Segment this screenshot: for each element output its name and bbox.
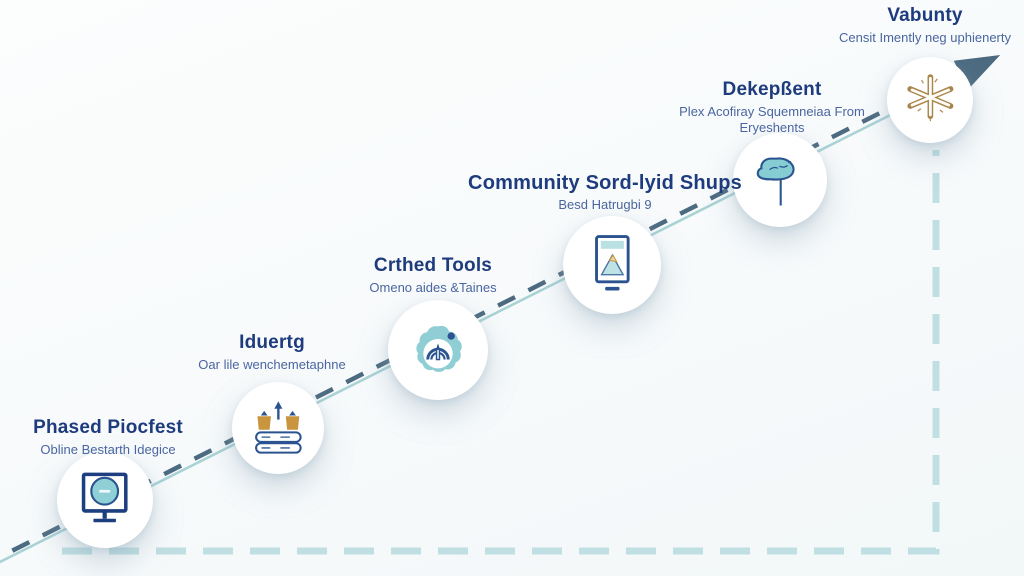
stage-title: Community Sord-lyid Shups xyxy=(468,172,742,194)
stage-title: Dekepßent xyxy=(722,79,822,100)
stage-subtitle: Oar lile wenchemetaphne xyxy=(198,356,346,372)
monitor-icon xyxy=(82,472,128,523)
stage-subtitle: Omeno aides &Taines xyxy=(369,279,497,295)
stage-node-1 xyxy=(57,452,153,548)
stage-label-1: Phased Piocfest Obline Bestarth Idegice xyxy=(0,417,228,458)
stage-label-4: Community Sord-lyid Shups Besd Hatrugbi … xyxy=(455,172,755,213)
crates-arrows-icon xyxy=(254,401,302,454)
stage-subtitle: Plex Acofiray Squemneiaa From Eryeshents xyxy=(679,103,865,136)
stage-title: Vabunty xyxy=(887,5,963,26)
stage-subtitle: Besd Hatrugbi 9 xyxy=(558,197,652,212)
stage-node-2 xyxy=(232,382,324,474)
stage-node-3 xyxy=(388,300,488,400)
stage-title: Phased Piocfest xyxy=(33,417,183,438)
stage-node-5 xyxy=(733,133,827,227)
stage-node-4 xyxy=(563,216,661,314)
signpost-icon xyxy=(756,157,795,206)
stage-node-6 xyxy=(887,57,973,143)
stage-label-2: Iduertg Oar lile wenchemetaphne xyxy=(142,332,402,373)
stage-title: Iduertg xyxy=(239,332,305,353)
stage-label-6: Vabunty Censit Imently neg uphienerty xyxy=(810,5,1024,46)
stage-label-3: Crthed Tools Omeno aides &Taines xyxy=(303,255,563,296)
stage-label-5: Dekepßent Plex Acofiray Squemneiaa From … xyxy=(652,79,892,136)
starburst-icon xyxy=(906,73,954,121)
gauge-gear-icon xyxy=(416,325,462,372)
stage-subtitle: Obline Bestarth Idegice xyxy=(40,441,176,457)
stage-subtitle: Censit Imently neg uphienerty xyxy=(839,29,1011,45)
stage-title: Crthed Tools xyxy=(373,255,493,276)
picture-card-icon xyxy=(594,234,630,291)
